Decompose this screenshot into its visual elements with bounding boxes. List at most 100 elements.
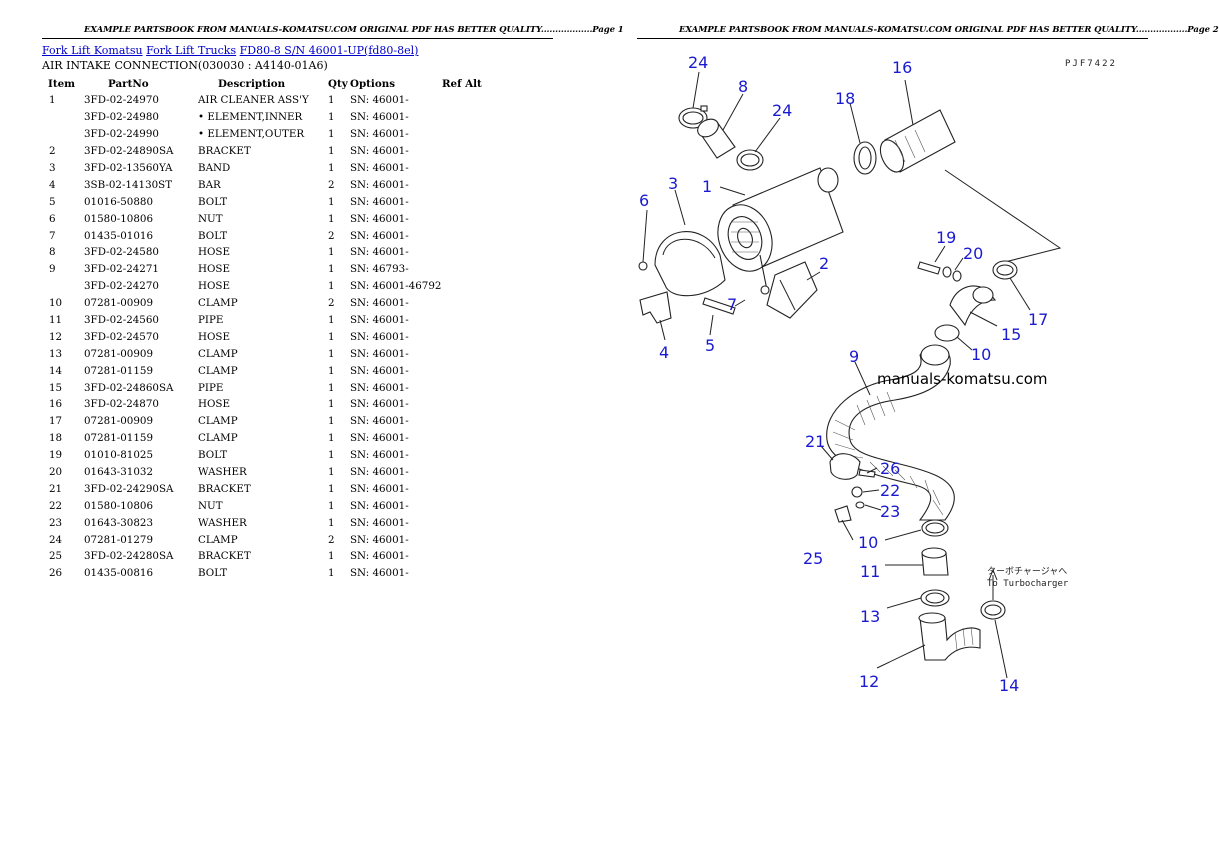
ref-alt-cell xyxy=(442,497,502,514)
qty-cell: 1 xyxy=(328,466,335,479)
options-cell: SN: 46001- xyxy=(350,415,409,428)
partno-cell: 3SB-02-14130ST xyxy=(84,178,173,191)
partno-cell: 3FD-02-13560YA xyxy=(84,162,173,174)
description-cell: • ELEMENT,INNER xyxy=(198,111,303,124)
callout-14: 14 xyxy=(999,676,1019,695)
partno-cell: 3FD-02-24870 xyxy=(84,398,159,411)
qty-cell: 1 xyxy=(328,330,335,343)
drawing-code: PJF7422 xyxy=(1065,59,1117,69)
callout-25: 25 xyxy=(803,549,823,568)
description-cell: AIR CLEANER ASS'Y xyxy=(198,94,309,107)
item-cell: 16 xyxy=(49,398,63,411)
item-cell: 22 xyxy=(49,499,63,512)
item-cell: 6 xyxy=(49,212,56,225)
nut-6-drawing xyxy=(638,261,648,271)
ref-alt-cell xyxy=(442,548,502,565)
header-divider xyxy=(42,38,553,39)
description-cell: CLAMP xyxy=(198,347,238,360)
qty-cell: 1 xyxy=(328,550,335,563)
callout-leaders xyxy=(642,71,1031,679)
qty-cell: 1 xyxy=(328,516,335,529)
options-cell: SN: 46001- xyxy=(350,229,409,242)
options-cell: SN: 46001- xyxy=(350,533,409,546)
ref-alt-cell xyxy=(442,464,502,481)
callout-8: 8 xyxy=(738,77,748,96)
ref-alt-cell xyxy=(442,278,502,295)
breadcrumb-link-model[interactable]: FD80-8 S/N 46001-UP(fd80-8el) xyxy=(239,44,419,57)
description-cell: NUT xyxy=(198,212,223,225)
callout-5: 5 xyxy=(705,336,715,355)
options-cell: SN: 46001- xyxy=(350,550,409,563)
item-cell: 4 xyxy=(49,178,56,191)
item-cell xyxy=(42,126,84,143)
hose-12-drawing xyxy=(918,612,981,661)
description-cell: HOSE xyxy=(198,330,230,343)
breadcrumb-link-fork-lift-trucks[interactable]: Fork Lift Trucks xyxy=(146,44,237,57)
partno-cell: 3FD-02-24860SA xyxy=(84,381,174,394)
partno-cell: 07281-01159 xyxy=(84,364,153,377)
ref-alt-cell xyxy=(442,109,502,126)
partno-cell: 07281-01159 xyxy=(84,432,153,445)
item-cell: 12 xyxy=(49,330,63,343)
callout-21: 21 xyxy=(805,432,825,451)
description-cell: NUT xyxy=(198,499,223,512)
ref-alt-cell xyxy=(442,362,502,379)
qty-cell: 1 xyxy=(328,449,335,462)
col-header-qty: Qty xyxy=(328,78,348,90)
options-cell: SN: 46001- xyxy=(350,162,409,174)
callout-18: 18 xyxy=(835,89,855,108)
description-cell: BRACKET xyxy=(198,482,251,495)
item-cell: 25 xyxy=(49,550,63,563)
ref-alt-cell xyxy=(442,126,502,143)
ref-alt-cell xyxy=(442,413,502,430)
qty-cell: 1 xyxy=(328,314,335,327)
description-cell: HOSE xyxy=(198,246,230,259)
description-cell: CLAMP xyxy=(198,415,238,428)
clamp-14-drawing xyxy=(980,600,1006,620)
item-cell: 7 xyxy=(49,229,56,242)
callout-11: 11 xyxy=(860,562,880,581)
item-cell: 24 xyxy=(49,533,63,546)
item-cell: 17 xyxy=(49,415,63,428)
item-cell: 18 xyxy=(49,432,63,445)
parts-table: Item PartNo Description Qty Options Ref … xyxy=(42,76,502,582)
partno-cell: 01435-00816 xyxy=(84,567,153,580)
qty-cell: 1 xyxy=(328,212,335,225)
options-cell: SN: 46001- xyxy=(350,178,409,191)
description-cell: BOLT xyxy=(198,195,228,208)
partno-cell: 3FD-02-24980 xyxy=(84,111,159,124)
qty-cell: 1 xyxy=(328,94,335,107)
breadcrumb-link-fork-lift-komatsu[interactable]: Fork Lift Komatsu xyxy=(42,44,143,57)
callout-17: 17 xyxy=(1028,310,1048,329)
bracket-25-drawing xyxy=(834,505,852,523)
item-cell: 3 xyxy=(49,162,56,174)
col-header-ref-alt: Ref Alt xyxy=(442,78,482,90)
clamp-17-drawing xyxy=(992,260,1018,280)
description-cell: PIPE xyxy=(198,314,224,327)
description-cell: CLAMP xyxy=(198,364,238,377)
qty-cell: 1 xyxy=(328,432,335,445)
ref-alt-cell xyxy=(442,176,502,193)
partno-cell: 3FD-02-24890SA xyxy=(84,145,174,158)
qty-cell: 1 xyxy=(328,415,335,428)
partno-cell: 3FD-02-24560 xyxy=(84,314,159,327)
hose-9-drawing xyxy=(826,344,955,521)
partno-cell: 3FD-02-24270 xyxy=(84,280,159,293)
partno-cell: 07281-01279 xyxy=(84,533,153,546)
section-title: AIR INTAKE CONNECTION(030030 : A4140-01A… xyxy=(42,59,328,72)
item-cell: 19 xyxy=(49,449,63,462)
description-cell: BAND xyxy=(198,162,231,174)
options-cell: SN: 46001- xyxy=(350,297,409,310)
options-cell: SN: 46001- xyxy=(350,111,409,124)
clamp-10b-drawing xyxy=(921,519,949,537)
ref-alt-cell xyxy=(442,160,502,177)
